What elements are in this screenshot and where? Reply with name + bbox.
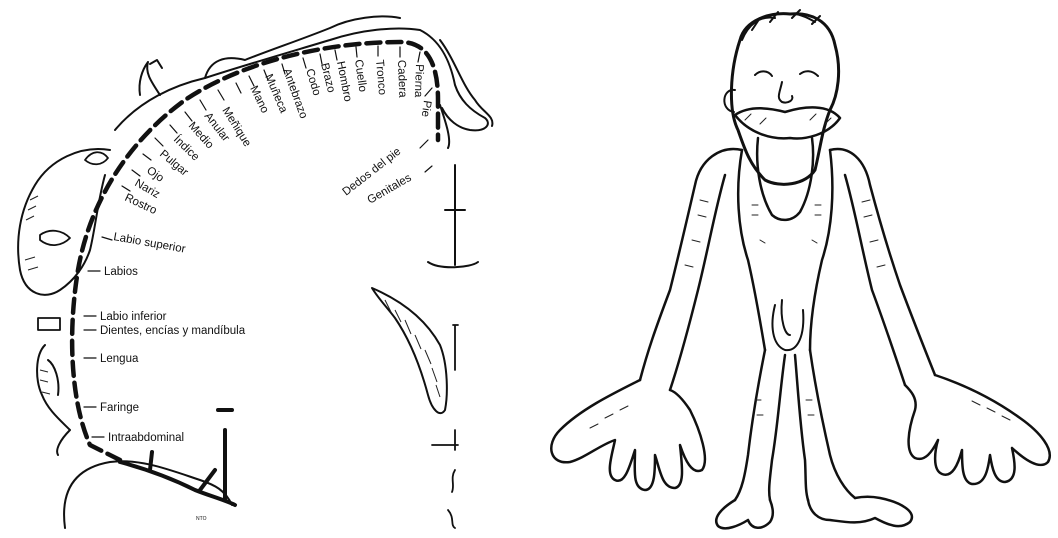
label-tronco: Tronco (373, 59, 388, 95)
label-pierna: Pierna (412, 64, 425, 98)
label-labios: Labios (104, 266, 138, 278)
foot-left (716, 500, 773, 528)
genitals (772, 300, 803, 350)
label-labio-inferior: Labio inferior (100, 311, 167, 323)
leg-left (735, 350, 785, 500)
cortex-map-panel: NTO (18, 16, 492, 528)
label-hombro: Hombro (334, 60, 354, 102)
arm-left (640, 149, 742, 390)
lateral-sulcus-shape (372, 288, 447, 413)
hand-left (551, 380, 705, 490)
torso-outline (738, 150, 832, 350)
label-codo: Codo (303, 67, 323, 97)
artist-signature: NTO (196, 516, 207, 522)
vertical-fissure-lower (432, 325, 458, 528)
hip-leg-contour (440, 40, 492, 148)
eyes (755, 71, 818, 76)
label-intraabdominal: Intraabdominal (108, 432, 184, 444)
lips-detail (40, 231, 70, 245)
label-cuello: Cuello (352, 59, 368, 93)
foot-right (808, 497, 912, 526)
tongue-pharynx-drawing (37, 345, 70, 455)
vertical-fissure-upper (428, 165, 478, 267)
label-cadera: Cadera (395, 60, 408, 99)
brain-fissure (120, 410, 235, 505)
arm-on-arc (139, 60, 162, 95)
label-pie: Pie (419, 100, 433, 118)
hand-right (905, 375, 1050, 484)
label-faringe: Faringe (100, 402, 139, 414)
label-lengua: Lengua (100, 353, 139, 365)
head-outline (731, 14, 838, 185)
face-profile-drawing (18, 149, 110, 295)
arm-right (830, 149, 935, 385)
teeth-drawing (38, 318, 60, 330)
eye-detail (85, 152, 108, 164)
label-labio-superior: Labio superior (112, 231, 186, 256)
homunculus-figure (551, 10, 1049, 528)
leg-right (795, 350, 855, 500)
label-dientes-encias-mandibula: Dientes, encías y mandíbula (100, 325, 246, 337)
nose (779, 82, 793, 103)
